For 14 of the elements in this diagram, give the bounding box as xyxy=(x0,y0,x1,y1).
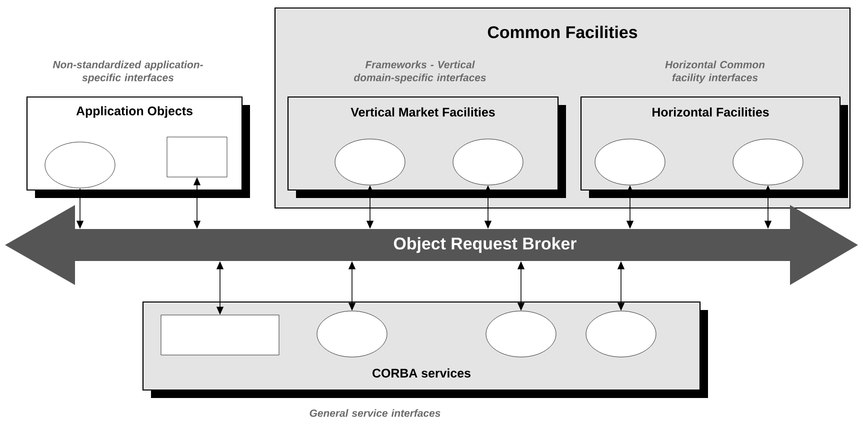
object-ellipse xyxy=(334,138,406,186)
interface-note: Non-standardized application-specific interfaces xyxy=(52,60,203,84)
object-ellipse xyxy=(486,310,556,358)
object-ellipse xyxy=(594,138,666,186)
interface-note: Frameworks - Vertical domain-specific interfaces xyxy=(354,60,486,84)
object-ellipse xyxy=(586,310,656,358)
object-rectangle xyxy=(160,314,280,356)
object-rectangle xyxy=(166,136,228,178)
object-ellipse xyxy=(44,142,116,188)
object-ellipse xyxy=(316,310,388,358)
object-ellipse xyxy=(732,138,804,186)
interface-note: General service interfaces xyxy=(310,409,440,417)
object-ellipse xyxy=(452,138,524,186)
interface-note: Horizontal Common facility interfaces xyxy=(665,60,765,84)
